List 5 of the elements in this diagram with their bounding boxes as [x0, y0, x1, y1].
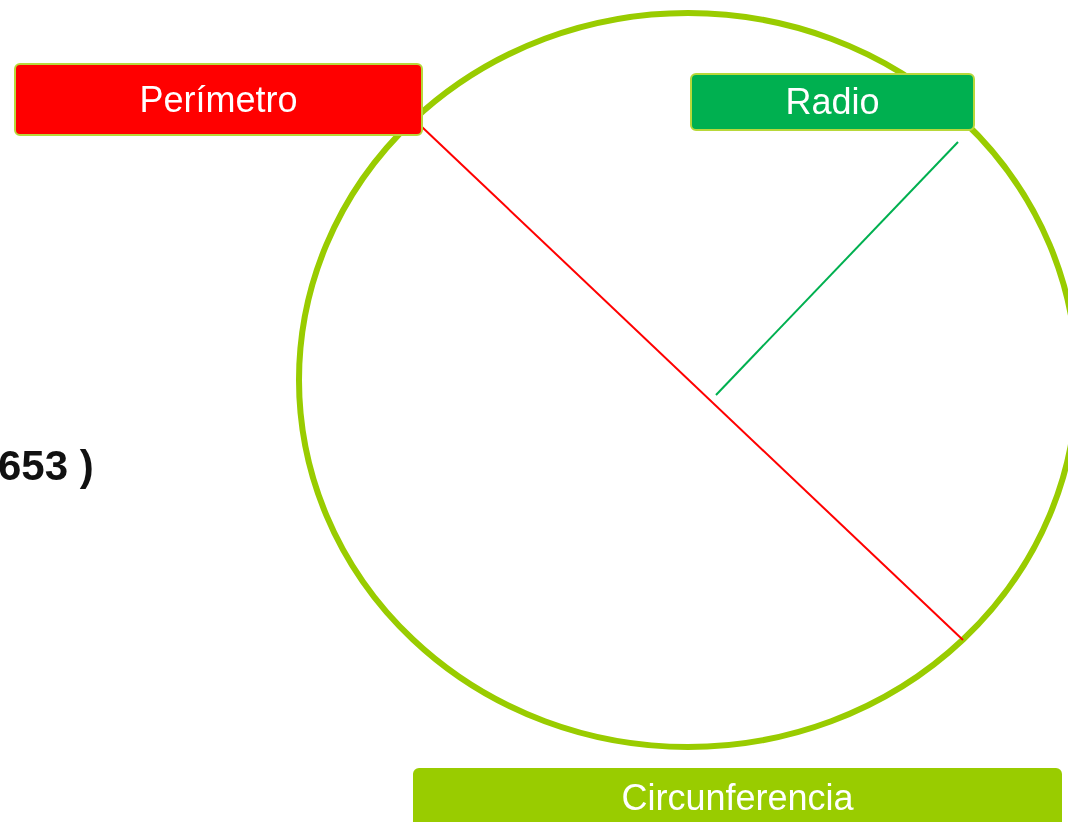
- diameter-line: [715, 141, 959, 396]
- diameter-line: [421, 126, 964, 641]
- label-tag: Perímetro: [14, 63, 423, 136]
- label-bar: Circunferencia: [413, 768, 1062, 822]
- formula-fragment: 653 ): [0, 442, 94, 490]
